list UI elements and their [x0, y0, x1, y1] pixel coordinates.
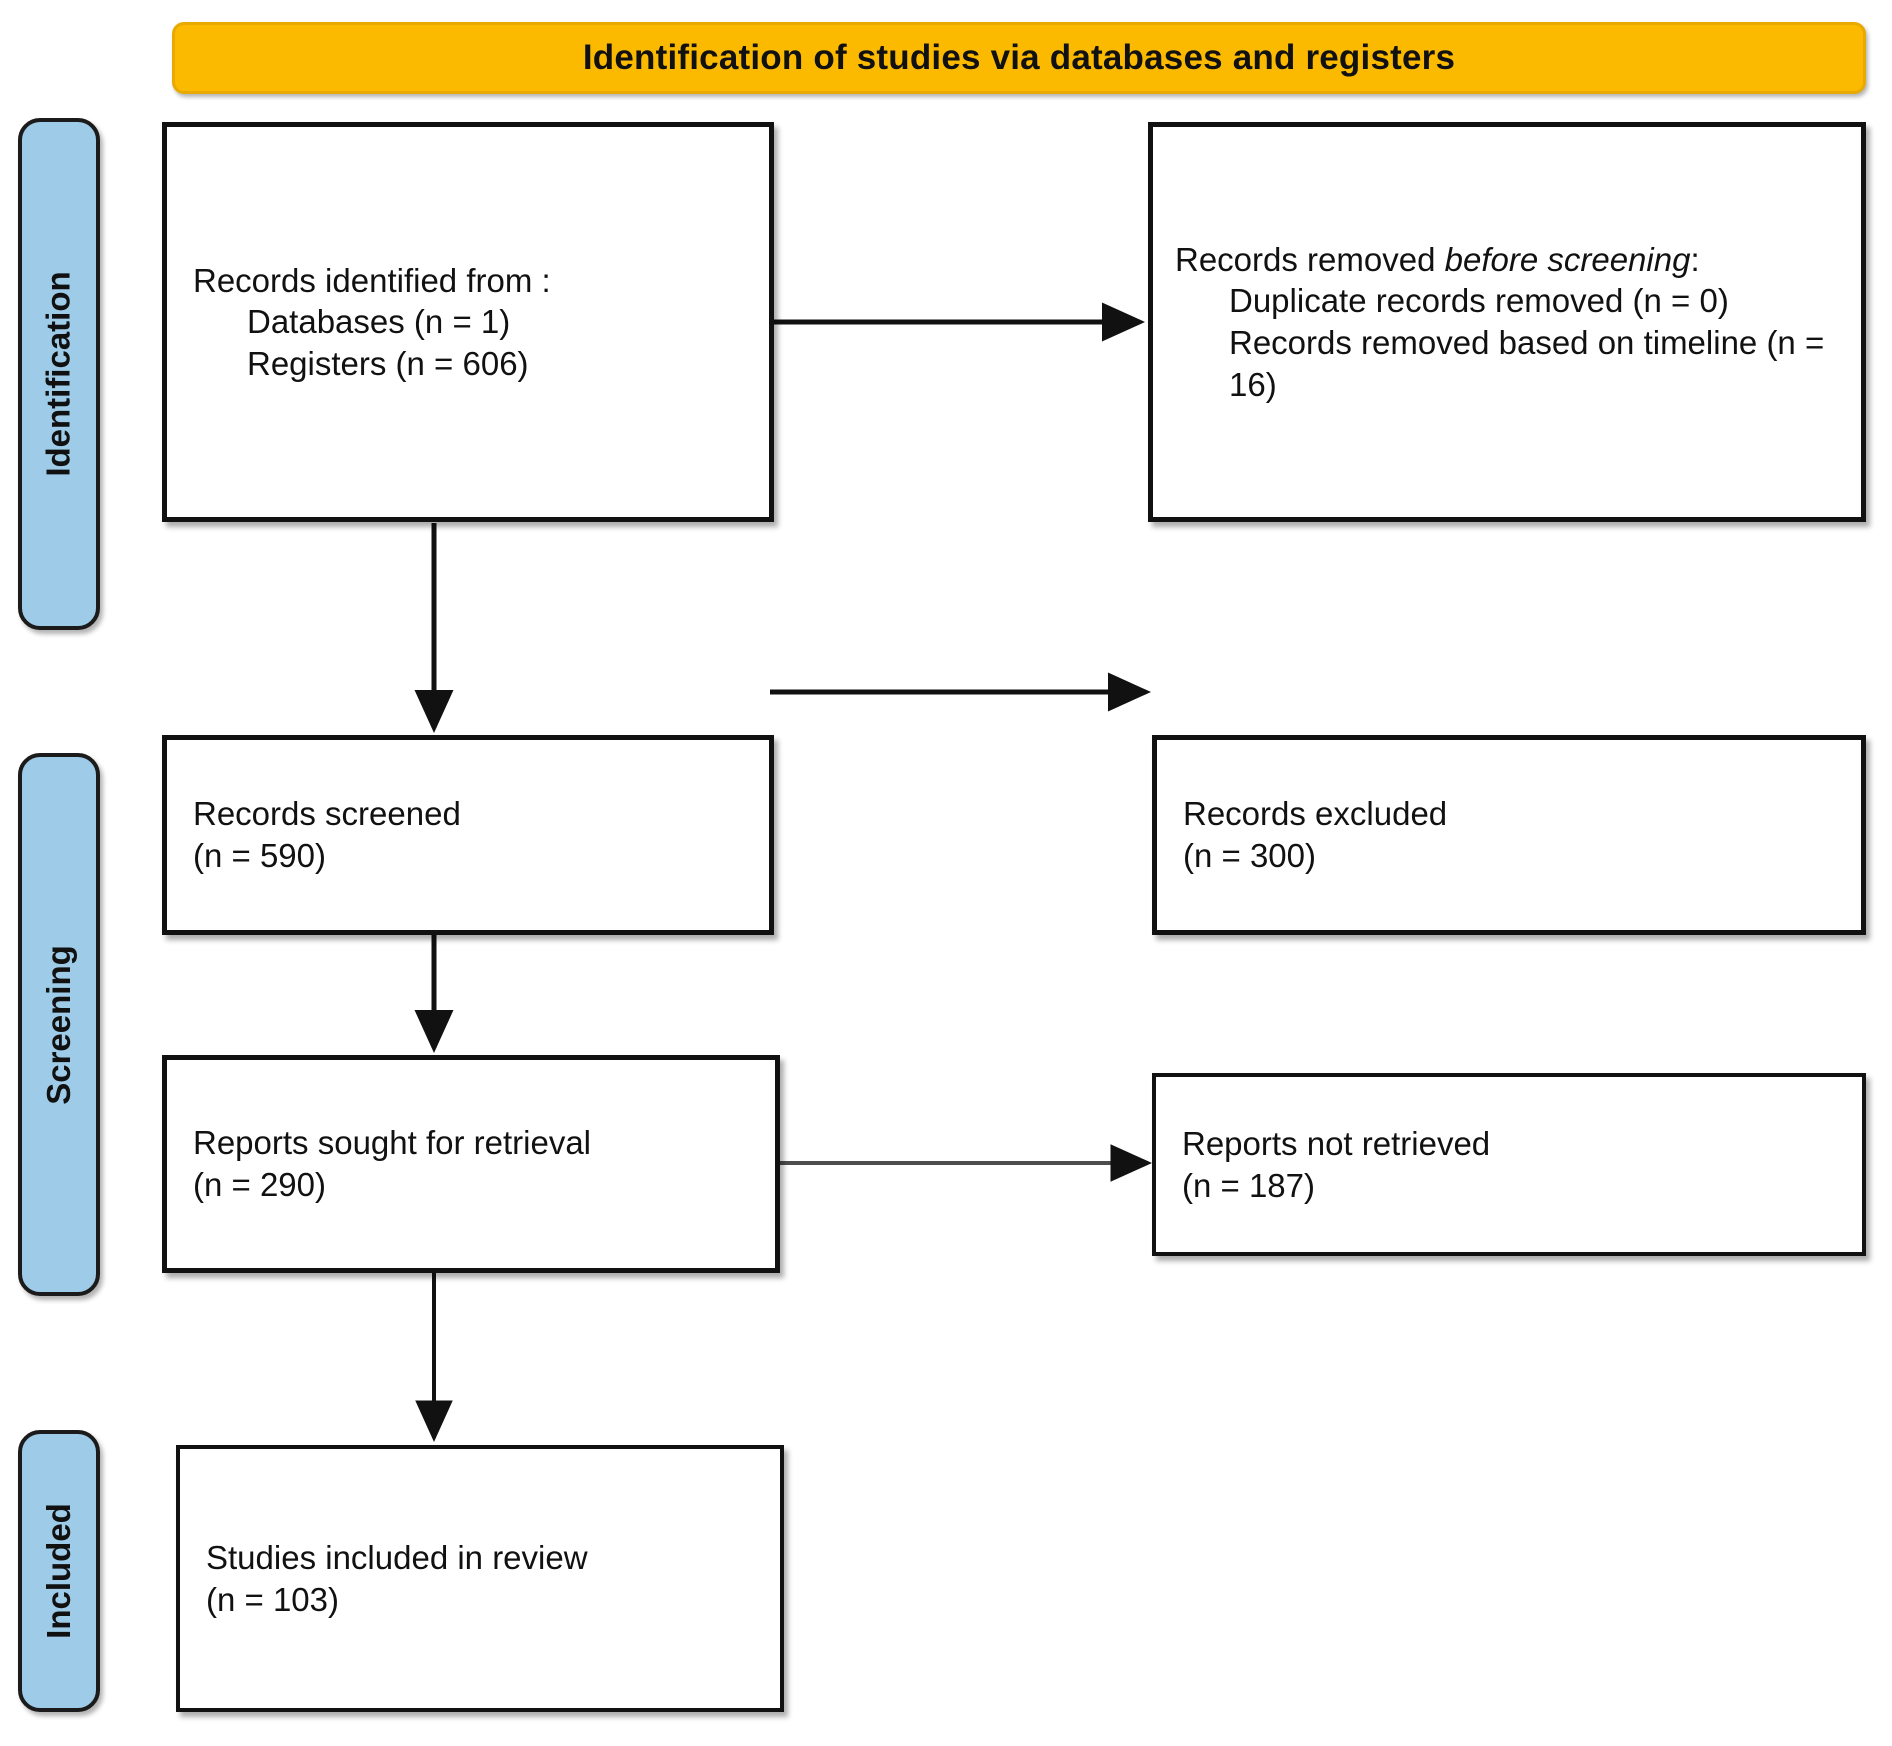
reports-not-retrieved-label: Reports not retrieved: [1182, 1124, 1491, 1162]
records-identified-heading: Records identified from :: [193, 261, 551, 299]
records-removed-heading-italic: before screening: [1444, 240, 1691, 278]
reports-sought-count: (n = 290): [193, 1166, 326, 1203]
box-records-identified: Records identified from : Databases (n =…: [162, 122, 774, 522]
stage-label-identification: Identification: [18, 118, 100, 630]
reports-not-retrieved-count: (n = 187): [1182, 1166, 1315, 1204]
box-reports-not-retrieved: Reports not retrieved (n = 187): [1152, 1073, 1866, 1256]
box-records-excluded: Records excluded (n = 300): [1152, 735, 1866, 935]
diagram-title: Identification of studies via databases …: [582, 38, 1456, 77]
stage-label-identification-text: Identification: [40, 271, 77, 477]
stage-label-included-text: Included: [40, 1503, 77, 1639]
studies-included-label: Studies included in review: [206, 1538, 588, 1576]
records-excluded-label: Records excluded: [1183, 795, 1448, 833]
box-records-screened: Records screened (n = 590): [162, 735, 774, 935]
records-screened-count: (n = 590): [193, 837, 326, 874]
studies-included-count: (n = 103): [206, 1580, 339, 1618]
stage-label-included: Included: [18, 1430, 100, 1712]
records-removed-duplicates: Duplicate records removed (n = 0): [1229, 282, 1729, 320]
box-reports-sought-for-retrieval: Reports sought for retrieval (n = 290): [162, 1055, 780, 1273]
records-excluded-count: (n = 300): [1183, 837, 1316, 874]
records-removed-heading-plain: Records removed: [1175, 240, 1445, 278]
reports-sought-label: Reports sought for retrieval: [193, 1124, 592, 1162]
records-identified-databases: Databases (n = 1): [247, 303, 511, 341]
records-removed-heading: Records removed before screening:: [1175, 239, 1839, 281]
records-removed-timeline: Records removed based on timeline (n = 1…: [1229, 324, 1825, 403]
stage-label-screening: Screening: [18, 753, 100, 1296]
records-removed-heading-colon: :: [1690, 240, 1700, 278]
records-identified-registers: Registers (n = 606): [247, 344, 529, 382]
records-screened-label: Records screened: [193, 795, 461, 833]
stage-label-screening-text: Screening: [40, 944, 77, 1105]
box-studies-included-in-review: Studies included in review (n = 103): [176, 1445, 784, 1712]
box-records-removed-before-screening: Records removed before screening: Duplic…: [1148, 122, 1866, 522]
diagram-header-banner: Identification of studies via databases …: [172, 22, 1866, 94]
